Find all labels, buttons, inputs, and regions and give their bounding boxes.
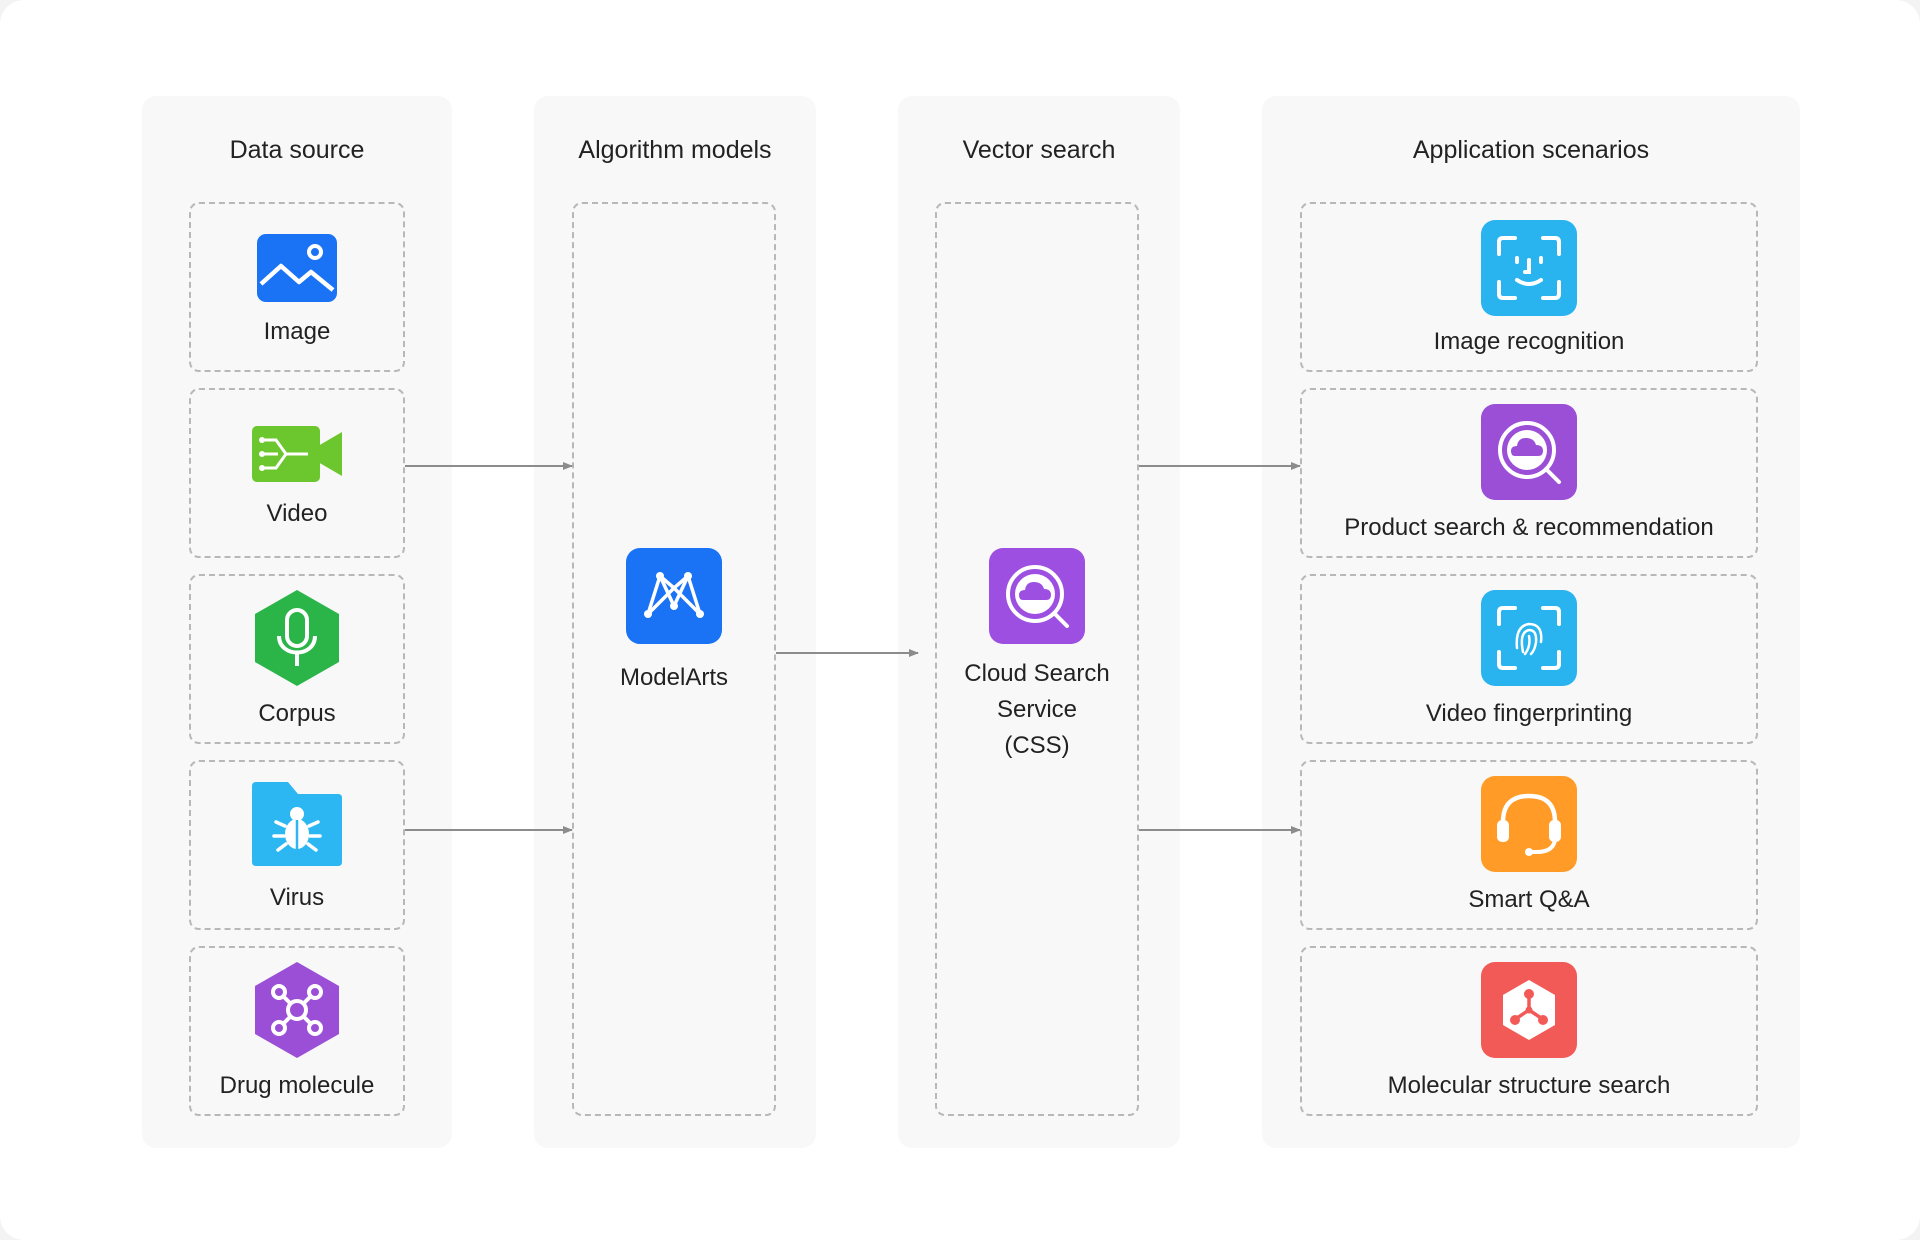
- scenario-card-video-fingerprinting[interactable]: Video fingerprinting: [1300, 574, 1758, 744]
- fingerprint-icon: [1481, 590, 1577, 686]
- virus-folder-icon: [252, 782, 342, 866]
- data-source-card-video[interactable]: Video: [189, 388, 405, 558]
- application-scenarios-title: Application scenarios: [1412, 136, 1650, 164]
- data-source-card-image[interactable]: Image: [189, 202, 405, 372]
- scenario-label-product-search: Product search & recommendation: [1344, 514, 1714, 541]
- molecular-structure-icon: [1481, 962, 1577, 1058]
- scenario-label-smart-qa: Smart Q&A: [1468, 886, 1590, 913]
- video-camera-icon: [252, 426, 342, 482]
- data-source-card-drug-molecule[interactable]: Drug molecule: [189, 946, 405, 1116]
- data-source-label-image: Image: [263, 318, 331, 345]
- microphone-icon: [255, 590, 339, 686]
- molecule-icon: [255, 962, 339, 1058]
- face-recognition-icon: [1481, 220, 1577, 316]
- vector-search-box: Cloud Search Service (CSS): [935, 202, 1139, 1116]
- product-search-icon: [1481, 404, 1577, 500]
- algorithm-models-title: Algorithm models: [578, 136, 772, 164]
- image-icon: [257, 234, 337, 302]
- data-source-card-corpus[interactable]: Corpus: [189, 574, 405, 744]
- headset-icon: [1481, 776, 1577, 872]
- scenario-card-product-search[interactable]: Product search & recommendation: [1300, 388, 1758, 558]
- vector-search-title: Vector search: [962, 136, 1116, 164]
- data-source-label-corpus: Corpus: [258, 700, 336, 727]
- data-source-label-virus: Virus: [269, 884, 325, 911]
- scenario-card-image-recognition[interactable]: Image recognition: [1300, 202, 1758, 372]
- modelarts-icon[interactable]: [626, 548, 722, 644]
- scenario-label-molecular-structure: Molecular structure search: [1387, 1072, 1671, 1099]
- scenario-card-molecular-structure[interactable]: Molecular structure search: [1300, 946, 1758, 1116]
- algorithm-models-box: ModelArts: [572, 202, 776, 1116]
- scenario-label-image-recognition: Image recognition: [1433, 328, 1625, 355]
- data-source-title: Data source: [229, 136, 365, 164]
- scenario-label-video-fingerprinting: Video fingerprinting: [1425, 700, 1633, 727]
- data-source-label-drug-molecule: Drug molecule: [219, 1072, 375, 1099]
- data-source-label-video: Video: [266, 500, 328, 527]
- modelarts-label: ModelArts: [619, 664, 729, 691]
- cloud-search-icon[interactable]: [989, 548, 1085, 644]
- scenario-card-smart-qa[interactable]: Smart Q&A: [1300, 760, 1758, 930]
- css-label-line3: (CSS): [1004, 732, 1070, 759]
- css-label-line2: Service: [996, 696, 1078, 723]
- data-source-card-virus[interactable]: Virus: [189, 760, 405, 930]
- algorithm-models-column: Algorithm models: [534, 96, 816, 1148]
- css-label-line1: Cloud Search: [964, 660, 1110, 687]
